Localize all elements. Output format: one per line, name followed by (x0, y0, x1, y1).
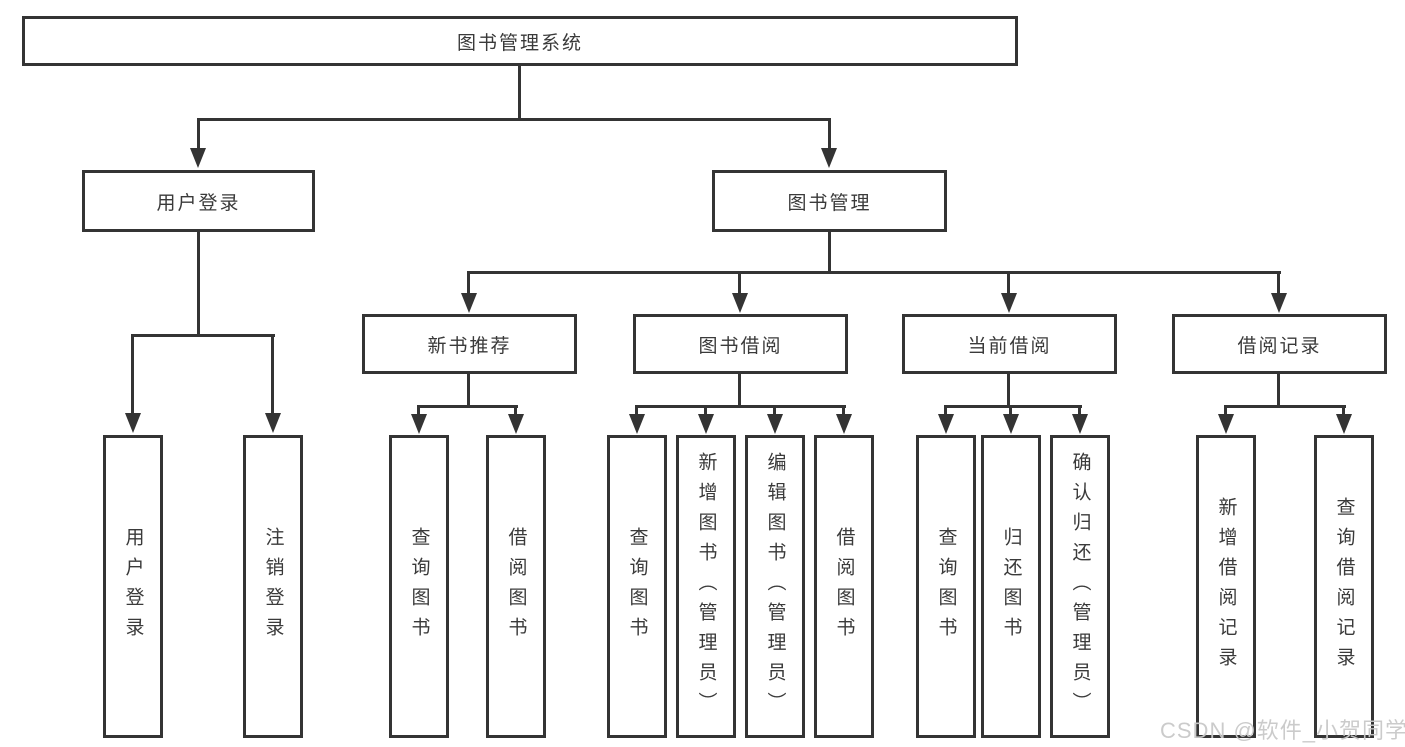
connector-line (197, 118, 200, 150)
arrow-down-icon (125, 413, 141, 433)
arrow-down-icon (938, 414, 954, 434)
connector-line (1224, 405, 1227, 416)
arrow-down-icon (508, 414, 524, 434)
csdn-watermark: CSDN @软件_小贺同学 (1160, 718, 1405, 743)
arrow-down-icon (190, 148, 206, 168)
connector-line (738, 271, 741, 295)
connector-line (467, 271, 1281, 274)
connector-line (828, 118, 831, 150)
connector-line (828, 232, 831, 274)
connector-line (944, 405, 1082, 408)
arrow-down-icon (629, 414, 645, 434)
arrow-down-icon (461, 293, 477, 313)
arrow-down-icon (1271, 293, 1287, 313)
connector-line (467, 271, 470, 295)
leaf-add-borrow-record: 新增借阅记录 (1196, 435, 1256, 738)
leaf-return-book: 归还图书 (981, 435, 1041, 738)
connector-line (1277, 271, 1280, 295)
connector-line (773, 405, 776, 416)
arrow-down-icon (836, 414, 852, 434)
node-user-login: 用户登录 (82, 170, 315, 232)
leaf-edit-book-admin: 编辑图书（管理员） (745, 435, 805, 738)
connector-line (131, 334, 275, 337)
connector-line (635, 405, 638, 416)
node-new-book-recommend: 新书推荐 (362, 314, 577, 374)
connector-line (514, 405, 517, 416)
node-library-management-system: 图书管理系统 (22, 16, 1018, 66)
connector-line (518, 66, 521, 120)
connector-line (738, 374, 741, 408)
node-current-borrow: 当前借阅 (902, 314, 1117, 374)
arrow-down-icon (1336, 414, 1352, 434)
connector-line (1224, 405, 1346, 408)
connector-line (1078, 405, 1081, 416)
leaf-add-book-admin: 新增图书（管理员） (676, 435, 736, 738)
arrow-down-icon (411, 414, 427, 434)
arrow-down-icon (821, 148, 837, 168)
leaf-query-books-current: 查询图书 (916, 435, 976, 738)
connector-line (1009, 405, 1012, 416)
connector-line (197, 232, 200, 334)
connector-line (944, 405, 947, 416)
connector-line (417, 405, 420, 416)
arrow-down-icon (1072, 414, 1088, 434)
connector-line (467, 374, 470, 408)
connector-line (1342, 405, 1345, 416)
connector-line (1007, 374, 1010, 408)
connector-line (1007, 271, 1010, 295)
node-book-management: 图书管理 (712, 170, 947, 232)
leaf-query-books-borrow: 查询图书 (607, 435, 667, 738)
connector-line (635, 405, 846, 408)
leaf-confirm-return-admin: 确认归还（管理员） (1050, 435, 1110, 738)
arrow-down-icon (732, 293, 748, 313)
arrow-down-icon (1003, 414, 1019, 434)
arrow-down-icon (767, 414, 783, 434)
connector-line (842, 405, 845, 416)
connector-line (197, 118, 831, 121)
arrow-down-icon (1218, 414, 1234, 434)
leaf-user-login: 用户登录 (103, 435, 163, 738)
connector-line (131, 334, 134, 415)
leaf-query-borrow-record: 查询借阅记录 (1314, 435, 1374, 738)
leaf-query-books-recommend: 查询图书 (389, 435, 449, 738)
connector-line (1277, 374, 1280, 408)
node-book-borrow: 图书借阅 (633, 314, 848, 374)
leaf-borrow-books-recommend: 借阅图书 (486, 435, 546, 738)
connector-line (704, 405, 707, 416)
leaf-borrow-books: 借阅图书 (814, 435, 874, 738)
connector-line (417, 405, 518, 408)
arrow-down-icon (265, 413, 281, 433)
leaf-logout: 注销登录 (243, 435, 303, 738)
arrow-down-icon (1001, 293, 1017, 313)
arrow-down-icon (698, 414, 714, 434)
connector-line (271, 334, 274, 415)
node-borrow-records: 借阅记录 (1172, 314, 1387, 374)
